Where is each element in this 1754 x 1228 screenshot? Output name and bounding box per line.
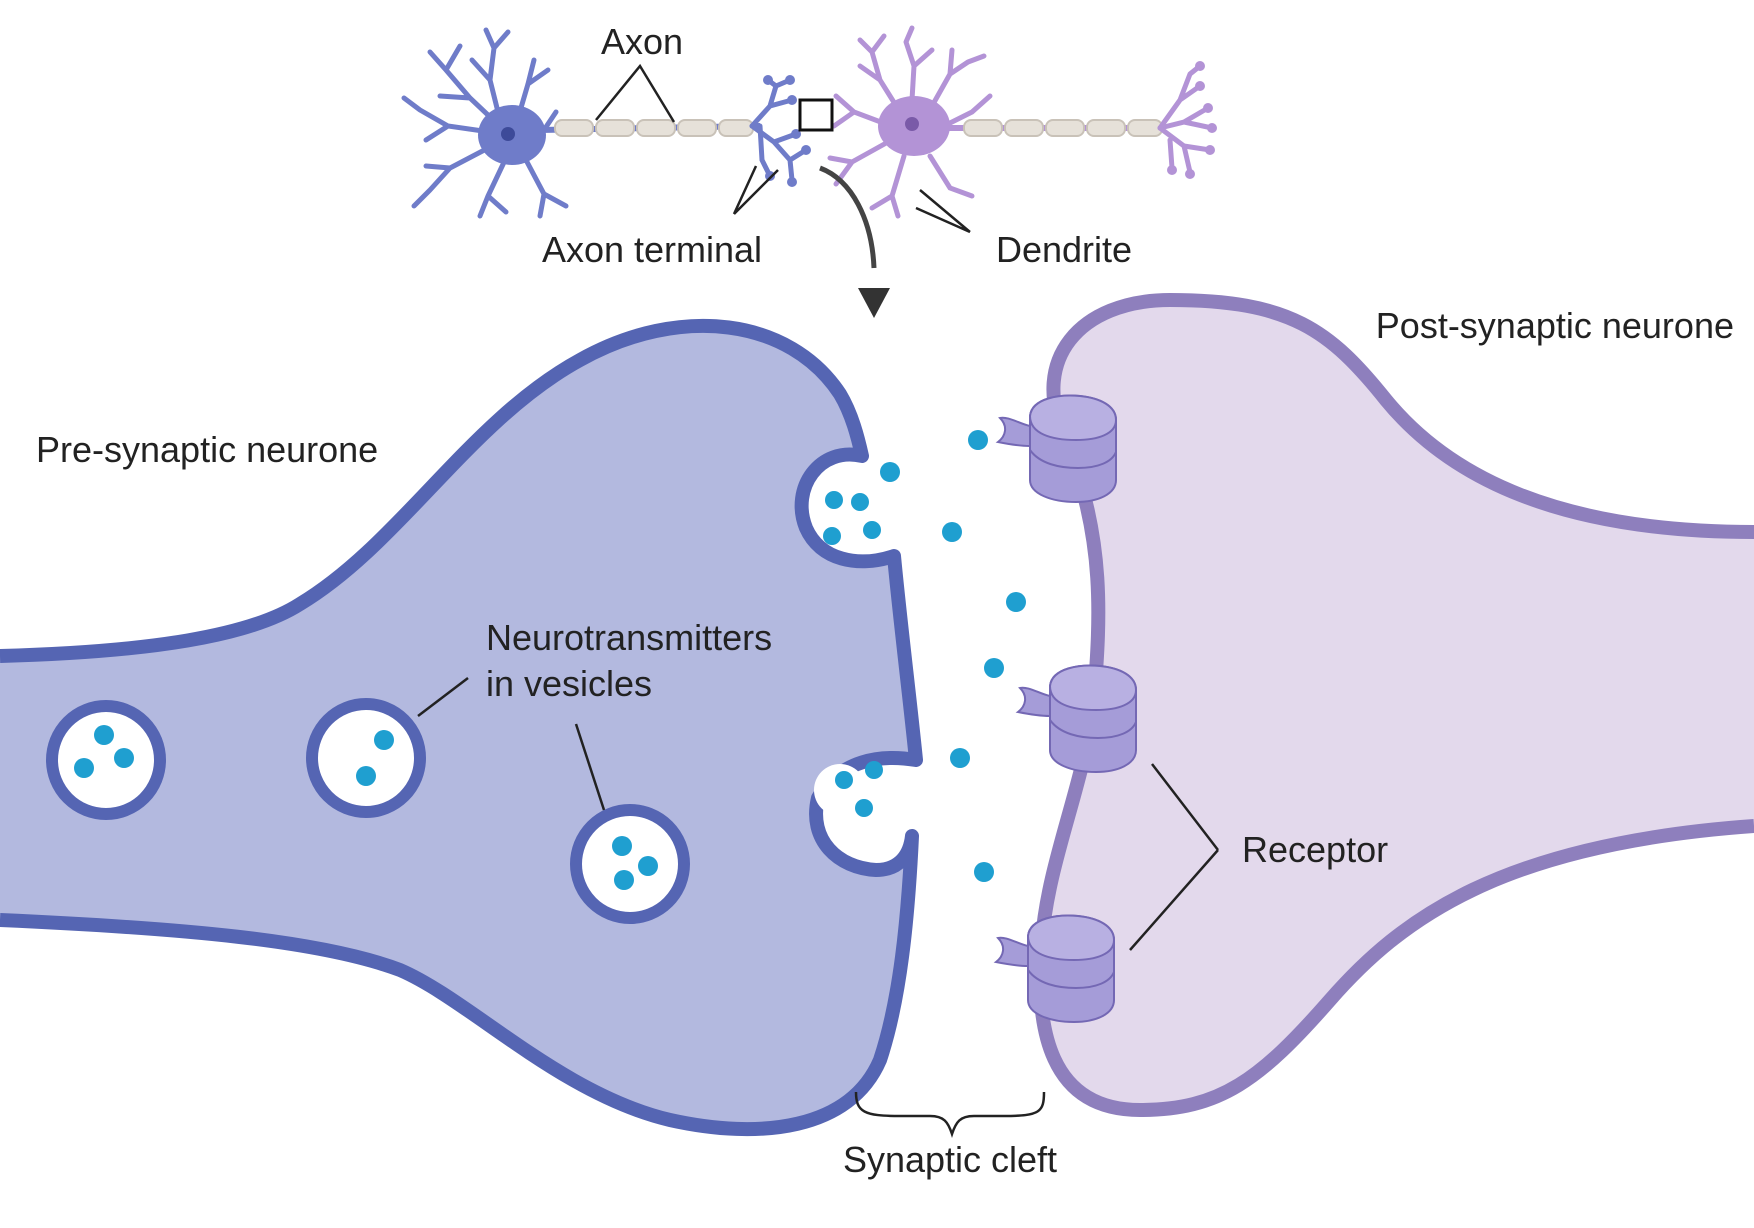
exocytosis-pocket (814, 484, 883, 817)
post-synaptic-label: Post-synaptic neurone (1376, 305, 1734, 346)
neurotransmitters-in-cleft (880, 430, 1026, 882)
neurotransmitters-label: Neurotransmitters (486, 617, 772, 658)
neurotransmitter (835, 771, 853, 789)
neurotransmitter (863, 521, 881, 539)
neurotransmitter (823, 527, 841, 545)
presynaptic-neuron-small (401, 27, 569, 219)
neurotransmitter (865, 761, 883, 779)
leader-lines (417, 63, 1219, 1138)
receptor-icon (995, 914, 1115, 1023)
presynaptic-neurone (0, 318, 923, 1137)
vesicle-icon (46, 700, 166, 820)
neurotransmitter (974, 862, 994, 882)
axon-label: Axon (601, 21, 683, 62)
dendrite-label: Dendrite (996, 229, 1132, 270)
zoom-box-icon (798, 98, 834, 132)
neurotransmitter (984, 658, 1004, 678)
neurotransmitter (855, 799, 873, 817)
postsynaptic-neuron-small (827, 25, 993, 219)
neurotransmitter (851, 493, 869, 511)
postsynaptic-neurone (1033, 293, 1754, 1117)
receptor-label: Receptor (1242, 829, 1388, 870)
neuron-overview-icon (401, 25, 1217, 219)
vesicle-icon (306, 698, 426, 818)
neurotransmitter (950, 748, 970, 768)
neurotransmitter (825, 491, 843, 509)
neurotransmitter (942, 522, 962, 542)
down-arrow-icon (819, 165, 890, 318)
receptor-icon (1017, 664, 1137, 773)
neurotransmitter (968, 430, 988, 450)
vesicle-icon (570, 804, 690, 924)
neurotransmitter (880, 462, 900, 482)
vesicles-label: in vesicles (486, 663, 652, 704)
synaptic-cleft-label: Synaptic cleft (843, 1139, 1057, 1180)
axon-terminal-label: Axon terminal (542, 229, 762, 270)
receptor-icon (997, 394, 1117, 503)
neurotransmitter (1006, 592, 1026, 612)
pre-synaptic-label: Pre-synaptic neurone (36, 429, 378, 470)
